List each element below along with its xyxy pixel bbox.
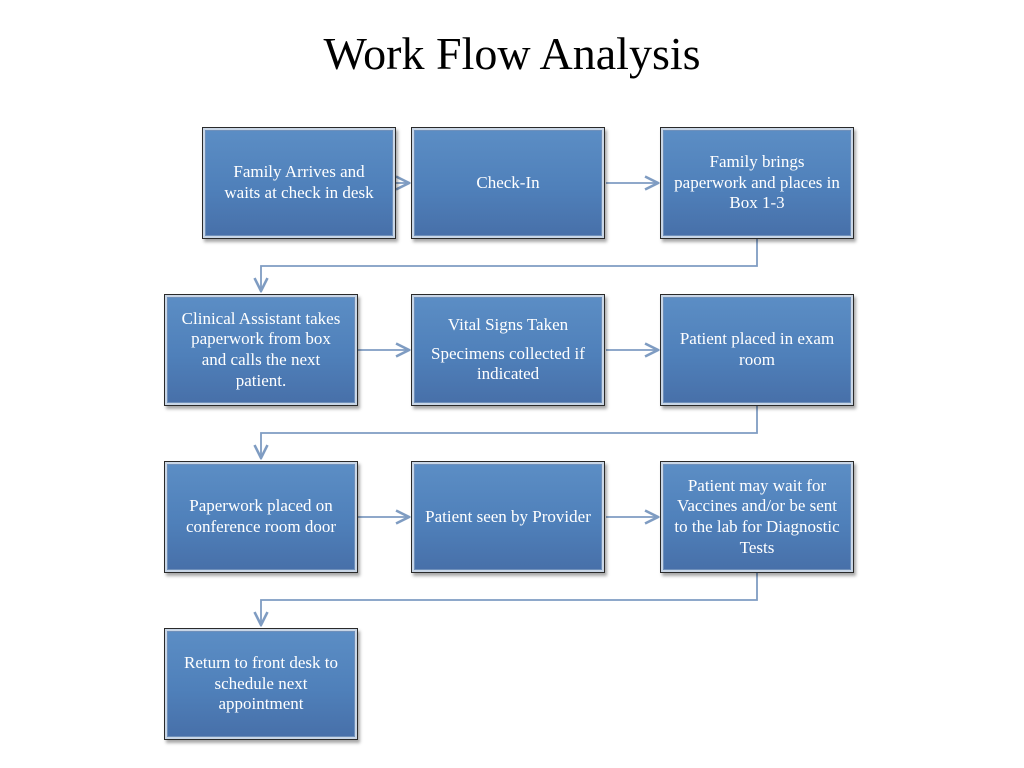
step-text: Vital Signs Taken bbox=[447, 314, 569, 334]
step-paperwork-on-door: Paperwork placed on conference room door bbox=[164, 461, 358, 573]
step-patient-placed-exam-room: Patient placed in exam room bbox=[660, 294, 854, 406]
step-vaccines-or-lab: Patient may wait for Vaccines and/or be … bbox=[660, 461, 854, 573]
step-vital-signs: Vital Signs Taken Specimens collected if… bbox=[411, 294, 605, 406]
step-text: Paperwork placed on conference room door bbox=[185, 496, 337, 536]
step-text: Family brings paperwork and places in Bo… bbox=[674, 151, 840, 213]
page-title: Work Flow Analysis bbox=[323, 28, 701, 79]
step-text: Return to front desk to schedule next ap… bbox=[184, 652, 338, 714]
arrow-step3-to-step4 bbox=[261, 238, 758, 291]
step-text: Clinical Assistant takes paperwork from … bbox=[181, 308, 341, 390]
step-subtext: Specimens collected if indicated bbox=[431, 343, 585, 384]
step-return-to-front-desk: Return to front desk to schedule next ap… bbox=[164, 628, 358, 740]
step-text: Patient may wait for Vaccines and/or be … bbox=[674, 475, 840, 557]
arrow-step6-to-step7 bbox=[261, 405, 758, 458]
step-text: Check-In bbox=[476, 172, 540, 192]
step-family-brings-paperwork: Family brings paperwork and places in Bo… bbox=[660, 127, 854, 239]
step-patient-seen-by-provider: Patient seen by Provider bbox=[411, 461, 605, 573]
step-check-in: Check-In bbox=[411, 127, 605, 239]
arrow-step9-to-step10 bbox=[261, 572, 758, 625]
step-clinical-assistant: Clinical Assistant takes paperwork from … bbox=[164, 294, 358, 406]
step-family-arrives: Family Arrives and waits at check in des… bbox=[202, 127, 396, 239]
step-text: Patient placed in exam room bbox=[679, 329, 835, 369]
step-text: Patient seen by Provider bbox=[425, 506, 591, 526]
step-text: Family Arrives and waits at check in des… bbox=[224, 162, 374, 202]
